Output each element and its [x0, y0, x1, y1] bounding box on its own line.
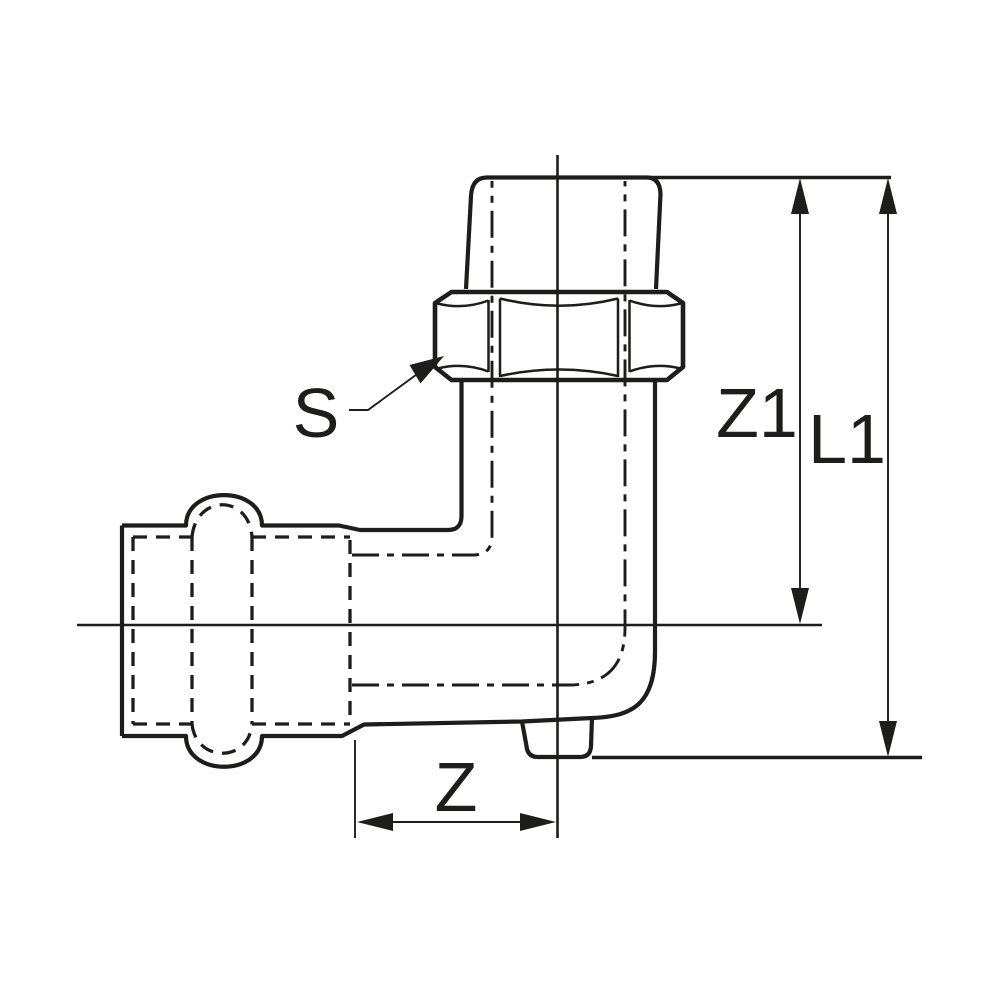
l1-arrow-up-icon — [879, 178, 897, 214]
centerlines — [77, 155, 822, 838]
press-socket-hidden-lines — [131, 503, 352, 755]
bore-line-lower — [352, 181, 627, 687]
drain-stub — [519, 717, 595, 760]
label-z: Z — [435, 748, 478, 826]
s-leader-line — [349, 371, 421, 411]
z1-arrow-down-icon — [791, 588, 809, 624]
l1-arrow-down-icon — [879, 721, 897, 757]
label-l1: L1 — [808, 400, 886, 478]
socket-and-tube-top-contour — [122, 380, 464, 533]
hex-nut-chamfer-arc-bottom-right — [629, 364, 681, 373]
socket-and-tube-bottom-contour — [122, 380, 658, 769]
dimension-z: Z — [354, 740, 556, 838]
s-leader-arrow-icon — [409, 356, 444, 384]
label-s: S — [293, 374, 340, 452]
z-arrow-right-icon — [520, 813, 556, 831]
dimension-z1: Z1 — [646, 175, 891, 624]
hex-nut-chamfer-arc-bottom-center — [499, 368, 619, 378]
hex-nut-silhouette — [432, 289, 686, 383]
hex-nut — [432, 289, 686, 383]
socket-inner-bead-top-arc — [190, 503, 254, 538]
z-arrow-left-icon — [357, 813, 393, 831]
hex-nut-chamfer-arc-top-center — [499, 297, 619, 307]
socket-inner-bead-bottom-arc — [190, 723, 254, 755]
bore-line-upper — [352, 181, 494, 557]
hex-nut-chamfer-arc-bottom-left — [437, 364, 489, 373]
bore-phantom-lines — [352, 181, 627, 687]
hex-nut-chamfer-arc-top-right — [629, 299, 681, 308]
dimension-l1: L1 — [592, 178, 922, 760]
leader-s: S — [293, 356, 444, 452]
label-z1: Z1 — [716, 374, 798, 452]
male-thread-cone — [463, 175, 663, 290]
z1-arrow-up-icon — [791, 178, 809, 214]
fitting-body — [119, 175, 663, 769]
hex-nut-chamfer-arc-top-left — [437, 299, 489, 308]
